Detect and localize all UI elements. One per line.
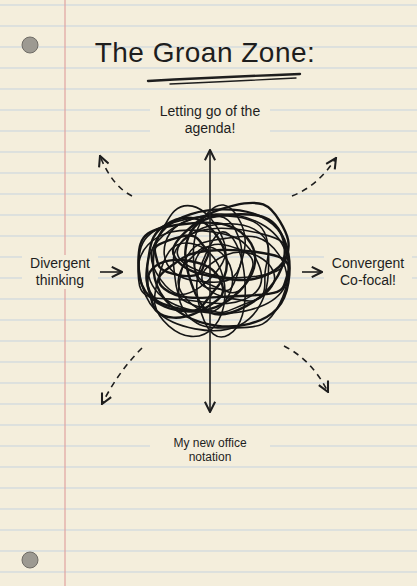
dashed-arrow — [292, 158, 336, 196]
dashed-arrow — [284, 346, 328, 392]
title: The Groan Zone: — [70, 36, 340, 70]
label: My new office notation — [150, 436, 270, 465]
axis-arrow — [209, 150, 211, 412]
label: Convergent Co-focal! — [324, 255, 412, 289]
arrow — [100, 271, 122, 273]
dashed-arrow — [102, 348, 142, 404]
scribble-loop — [185, 214, 285, 314]
title-underline — [170, 78, 296, 84]
arrow — [302, 271, 322, 273]
punch-hole — [22, 552, 38, 568]
dashed-arrow — [100, 156, 132, 196]
label: Letting go of the agenda! — [150, 103, 270, 137]
scribble-loop — [193, 205, 245, 291]
scribble — [138, 203, 289, 337]
scribble-loop — [159, 250, 289, 298]
title-underline — [148, 74, 300, 81]
margin-line — [64, 0, 65, 586]
punch-hole — [22, 37, 38, 53]
label: Divergent thinking — [22, 255, 98, 289]
